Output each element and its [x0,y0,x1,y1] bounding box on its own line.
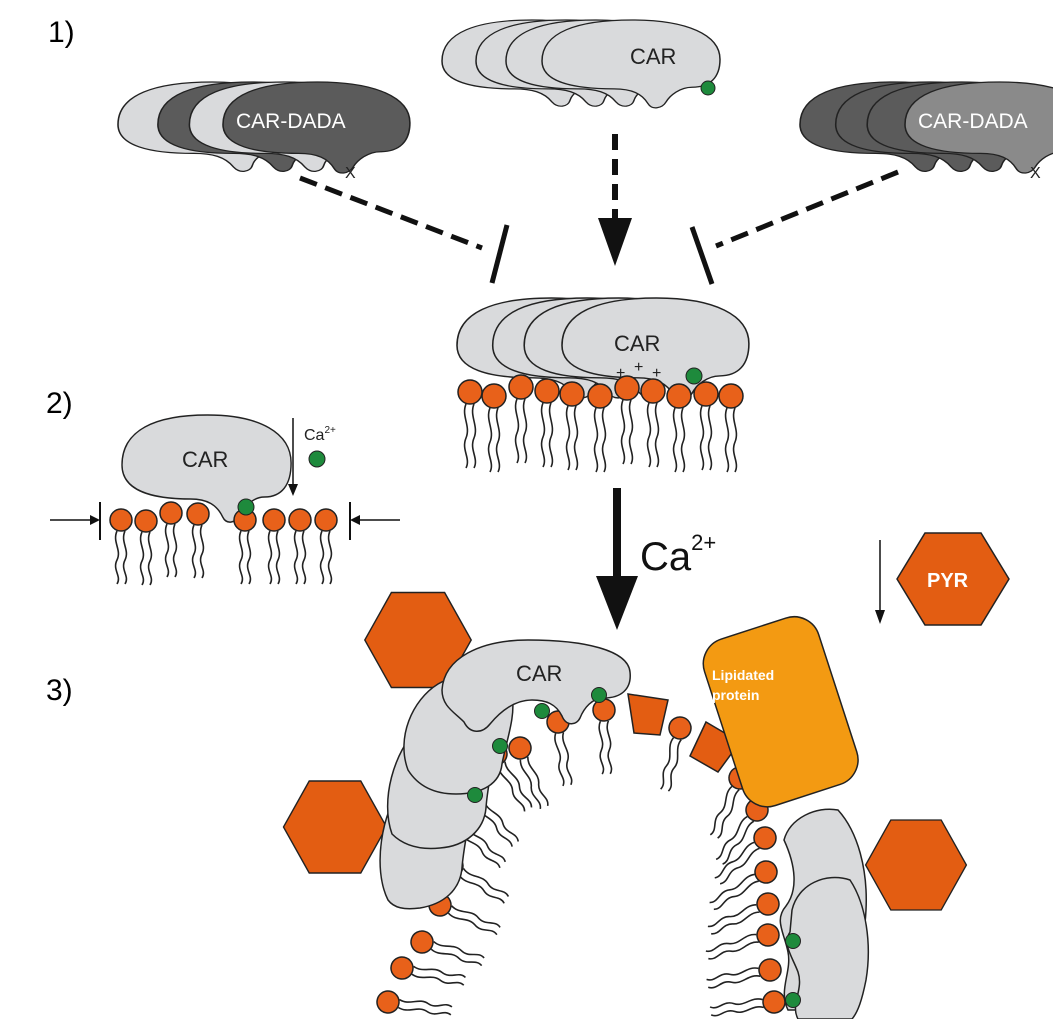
calcium-ion-curved-4 [467,787,483,803]
compression-arrowhead-right [350,515,360,525]
step-1-label: 1) [48,16,75,49]
inhibition-bar-left [489,224,510,284]
compression-arrowhead-left [90,515,100,525]
calcium-ion-curved-2 [534,703,550,719]
step-3-label: 3) [46,674,73,707]
car-dada-label-left: CAR-DADA [236,110,346,133]
calcium-ion-right-2 [785,992,801,1008]
mutation-x-mark-right: X [1030,165,1041,182]
lipidated-protein-label-1: Lipidated [712,667,774,683]
lipidated-protein-label-2: protein [712,687,759,703]
flat-membrane-top [457,374,744,473]
calcium-ion-step2 [237,498,255,516]
car-label-curved: CAR [516,661,562,686]
pyr-hexagon-left [282,780,388,874]
calcium-arrowhead-small [288,484,298,496]
calcium-ion-right-1 [785,933,801,949]
pyr-hexagon-right [864,819,968,911]
car-label-step2: CAR [182,447,228,472]
car-dada-label-right: CAR-DADA [918,110,1028,133]
plus-charge-2: + [634,359,643,376]
calcium-arrowhead-big [596,576,638,630]
car-label-membrane: CAR [614,331,660,356]
car-label-top: CAR [630,44,676,69]
calcium-ion [700,80,716,96]
pyr-arrowhead [875,610,885,624]
calcium-ion-bound [685,367,703,385]
car-stack-top [441,19,721,109]
car-curved-stack-left [379,639,631,910]
calcium-ion-curved-3 [492,738,508,754]
inhibition-line-right [715,169,899,249]
lipidated-protein [702,616,859,808]
step-2-label: 2) [46,387,73,420]
plus-charge-1: + [616,365,625,382]
pyr-label: PYR [927,570,969,592]
inhibition-line-left [299,175,483,251]
mutation-x-mark-left: X [345,165,356,182]
calcium-label-big: Ca2+ [640,530,716,579]
plus-charge-3: + [652,365,661,382]
calcium-label-small: Ca2+ [304,425,336,444]
activation-arrowhead-dashed [598,218,632,266]
calcium-ion-free [308,450,326,468]
calcium-ion-curved-1 [591,687,607,703]
car-curved-stack-right [779,808,870,1019]
pyr-fragment-1 [627,693,669,736]
inhibition-bar-right [689,226,715,285]
